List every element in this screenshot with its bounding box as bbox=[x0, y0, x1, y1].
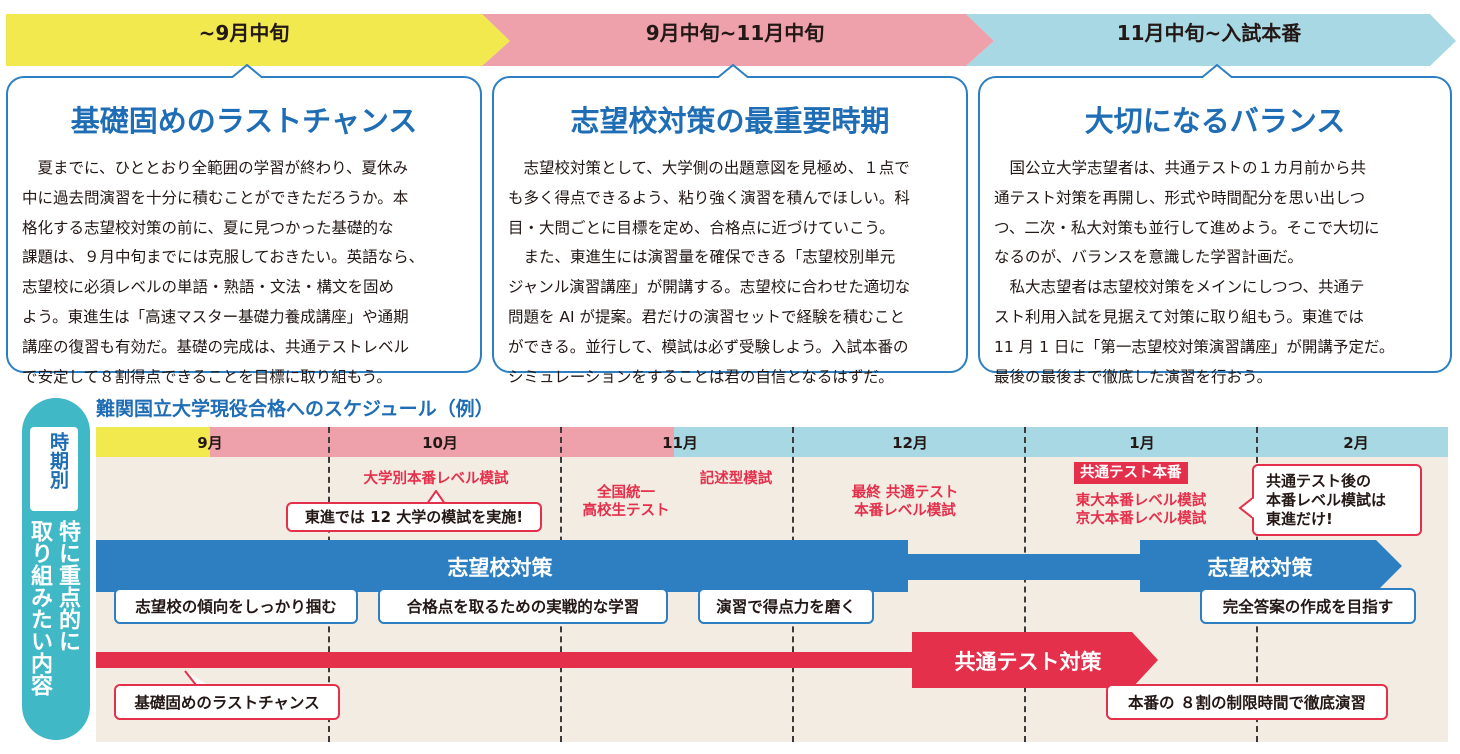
blue-item-full-answer: 完全答案の作成を目指す bbox=[1200, 588, 1416, 624]
side-label-focus-2: 取り組みたい内容 bbox=[27, 520, 52, 696]
month-bar-early bbox=[96, 427, 210, 457]
blue-track-label-2: 志望校対策 bbox=[1207, 556, 1313, 580]
red-item-foundation: 基礎固めのラストチャンス bbox=[114, 684, 340, 720]
month-bar-late bbox=[674, 427, 1448, 457]
month-label-sep: 9月 bbox=[197, 434, 223, 452]
red-track-label: 共通テスト対策 bbox=[954, 650, 1102, 674]
card-title: 基礎固めのラストチャンス bbox=[70, 104, 418, 138]
month-bar-mid bbox=[210, 427, 674, 457]
callout-pointer bbox=[426, 490, 446, 504]
side-label-box bbox=[30, 427, 78, 511]
blue-track-label: 志望校対策 bbox=[447, 556, 553, 580]
event-national-test: 全国統一 高校生テスト bbox=[582, 485, 670, 519]
event-final-common-mock: 最終 共通テスト 本番レベル模試 bbox=[851, 485, 959, 519]
month-label-dec: 12月 bbox=[892, 434, 928, 452]
badge-common-test-day: 共通テスト本番 bbox=[1074, 462, 1188, 484]
event-univ-mock: 大学別本番レベル模試 bbox=[363, 471, 509, 487]
phase-arrow-2 bbox=[482, 14, 994, 66]
card-body: 国公立大学志望者は、共通テストの１カ月前から共 通テスト対策を再開し、形式や時間… bbox=[994, 159, 1395, 386]
red-item-80pct-time: 本番の ８割の制限時間で徹底演習 bbox=[1106, 684, 1388, 720]
phase-card-3: 大切になるバランス 国公立大学志望者は、共通テストの１カ月前から共 通テスト対策… bbox=[978, 64, 1452, 386]
card-body: 志望校対策として、大学側の出題意図を見極め、１点で も多く得点できるよう、粘り強… bbox=[508, 159, 911, 386]
card-title: 大切になるバランス bbox=[1084, 104, 1346, 138]
phase-arrow-3 bbox=[966, 14, 1456, 66]
schedule-title: 難関国立大学現役合格へのスケジュール（例） bbox=[96, 398, 494, 420]
phase-card-1: 基礎固めのラストチャンス 夏までに、ひととおり全範囲の学習が終わり、夏休み 中に… bbox=[6, 64, 482, 386]
month-label-oct: 10月 bbox=[422, 434, 458, 452]
month-label-jan: 1月 bbox=[1129, 434, 1155, 452]
blue-item-practical: 合格点を取るための実戦的な学習 bbox=[378, 588, 668, 624]
note-post-common-mock: 共通テスト後の 本番レベル模試は 東進だけ! bbox=[1252, 464, 1422, 536]
phase-card-2: 志望校対策の最重要時期 志望校対策として、大学側の出題意図を見極め、１点で も多… bbox=[492, 64, 968, 386]
side-label-period: 時期別 bbox=[47, 432, 69, 489]
month-label-feb: 2月 bbox=[1343, 434, 1369, 452]
phase-banner bbox=[0, 0, 1460, 66]
card-notch bbox=[716, 64, 750, 80]
blue-item-trend: 志望校の傾向をしっかり掴む bbox=[114, 588, 358, 624]
month-divider bbox=[1024, 427, 1026, 742]
phase-arrow-1 bbox=[6, 14, 510, 66]
blue-track-arrow bbox=[96, 540, 1402, 592]
blue-item-drill: 演習で得点力を磨く bbox=[698, 588, 874, 624]
event-todai-kyodai-mock: 東大本番レベル模試 京大本番レベル模試 bbox=[1075, 493, 1207, 527]
card-body: 夏までに、ひととおり全範囲の学習が終わり、夏休み 中に過去問演習を十分に積むこと… bbox=[22, 159, 425, 386]
red-track-arrow bbox=[96, 632, 1158, 688]
card-notch bbox=[230, 64, 264, 80]
card-notch bbox=[1200, 64, 1234, 80]
phase-label-2: 9月中旬~11月中旬 bbox=[645, 21, 825, 45]
month-label-nov: 11月 bbox=[662, 434, 698, 452]
event-written-mock: 記述型模試 bbox=[699, 471, 773, 487]
card-title: 志望校対策の最重要時期 bbox=[570, 104, 890, 138]
callout-pointer bbox=[1238, 496, 1254, 520]
phase-label-1: ~9月中旬 bbox=[198, 21, 290, 45]
phase-label-3: 11月中旬~入試本番 bbox=[1116, 21, 1302, 45]
note-12-univ-mock: 東進では 12 大学の模試を実施! bbox=[286, 502, 542, 532]
side-label-focus-1: 特に重点的に bbox=[55, 520, 80, 652]
